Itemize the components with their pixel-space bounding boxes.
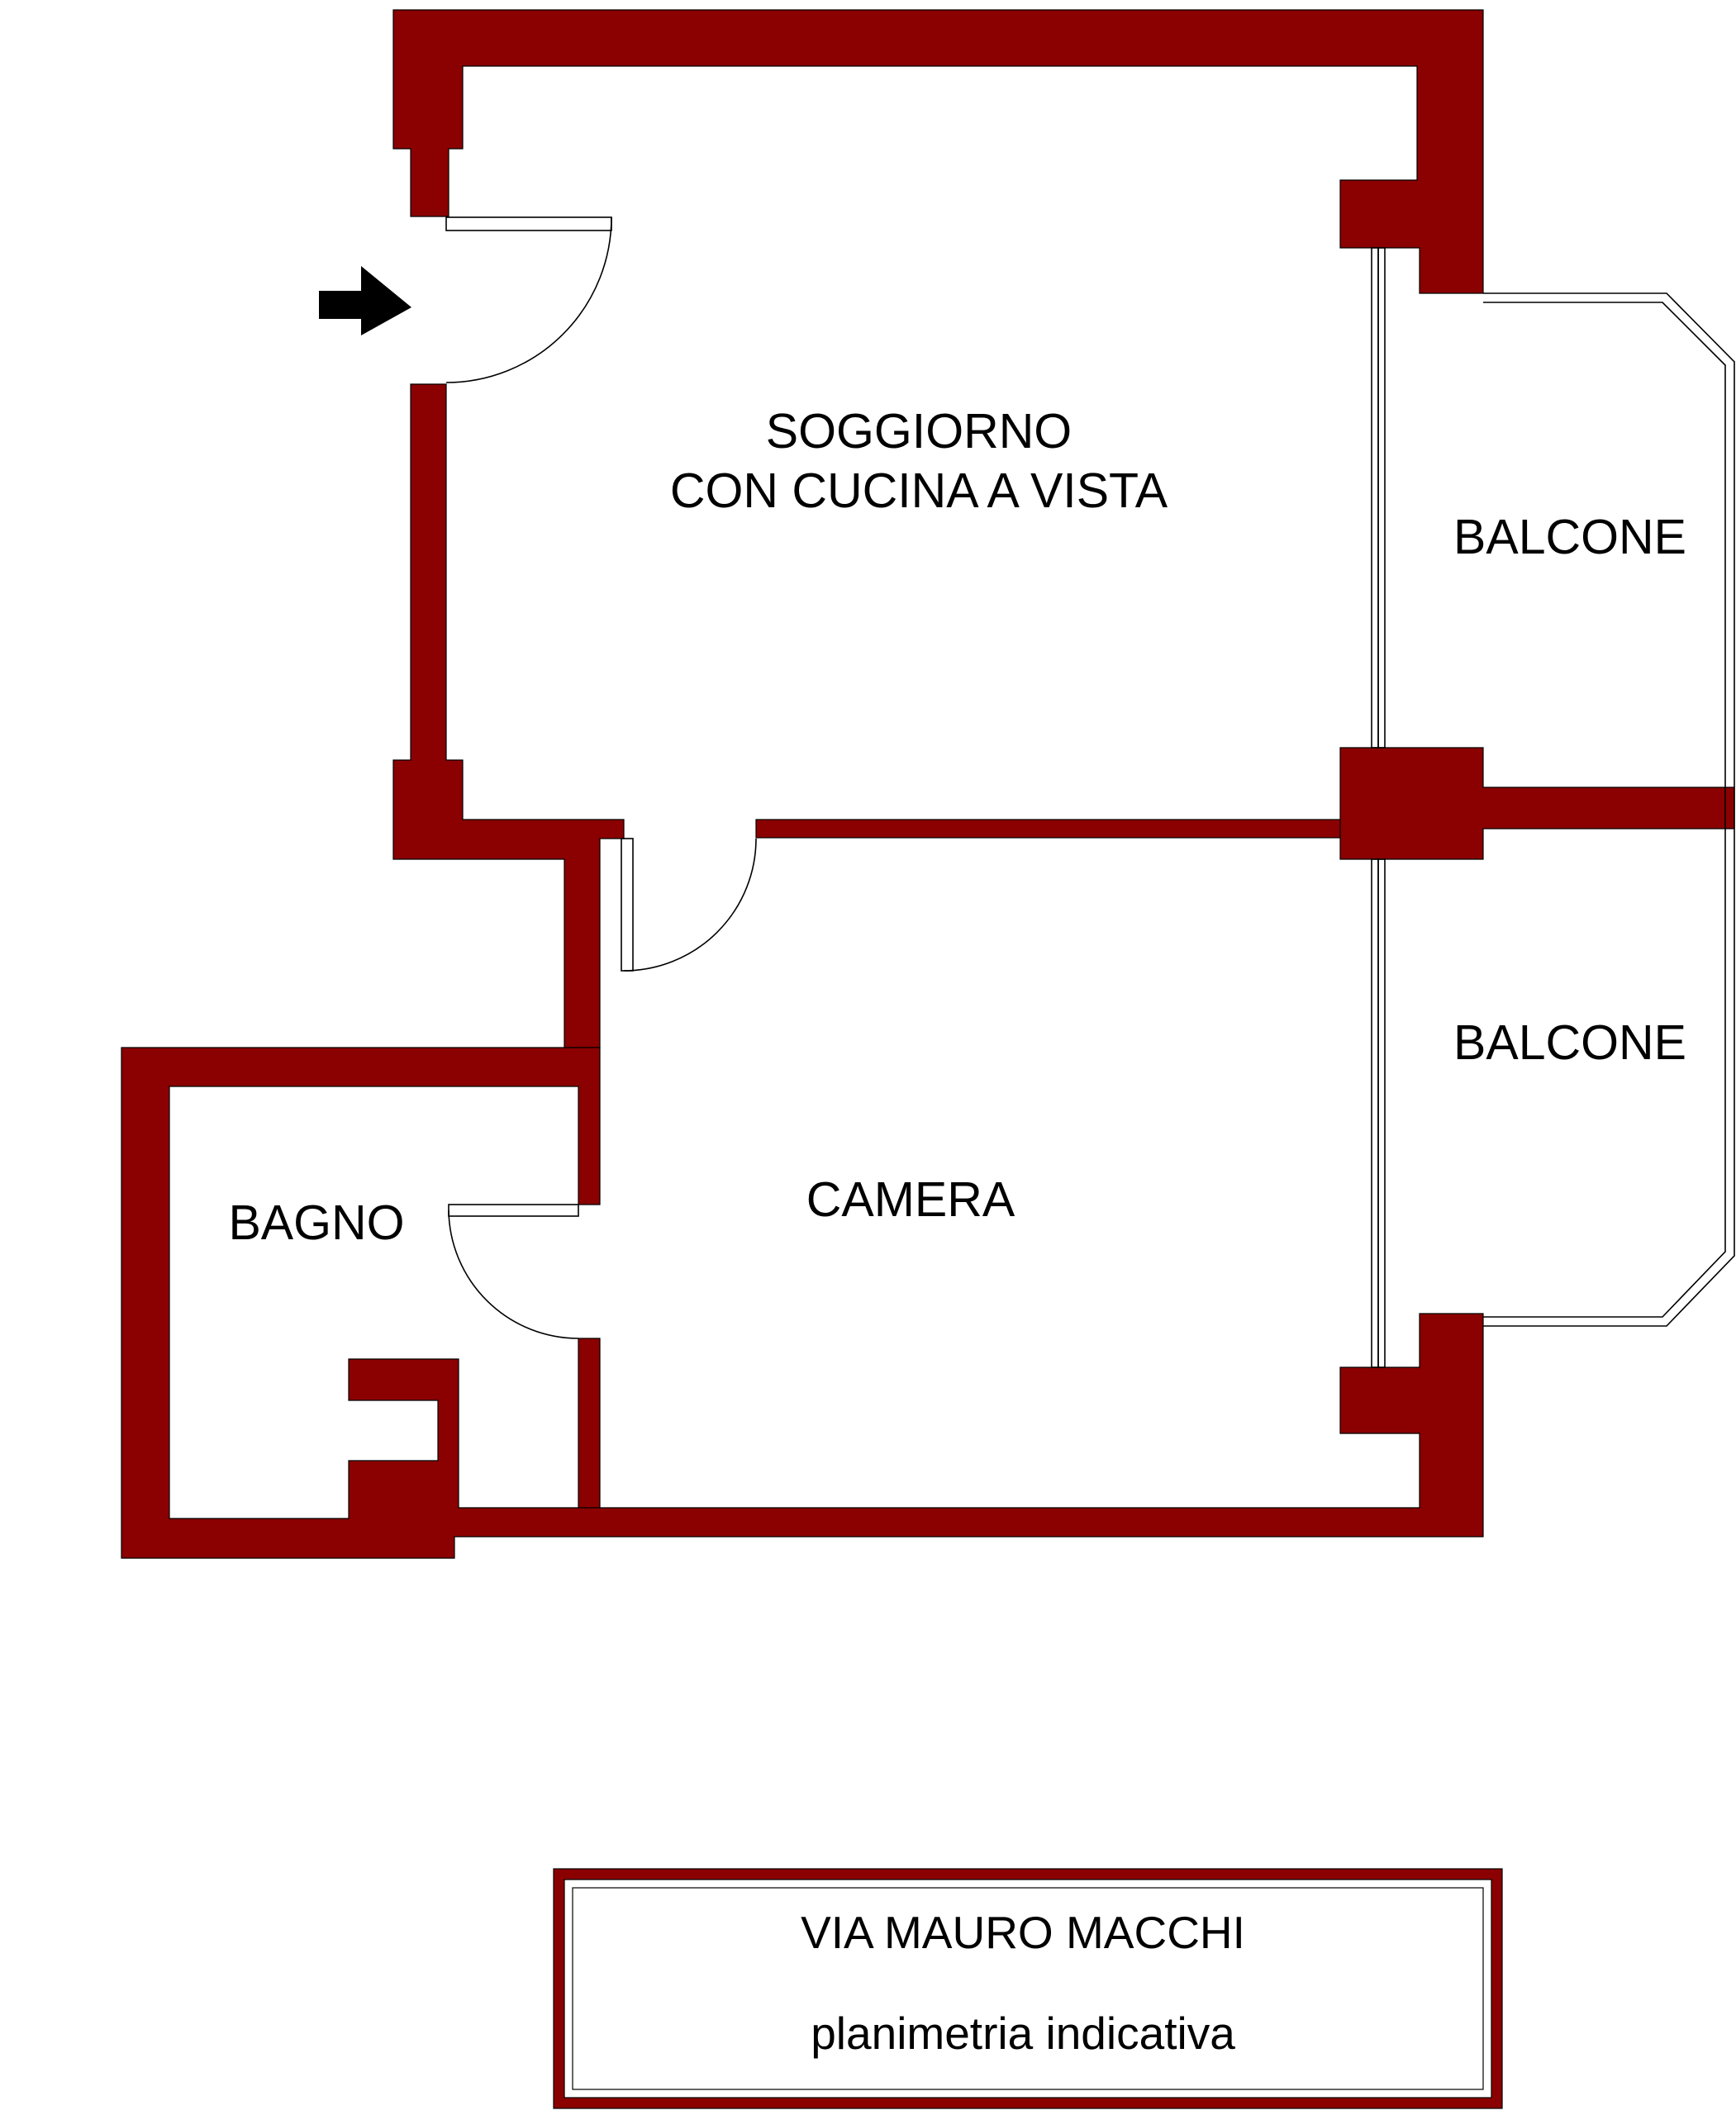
label-balcone-bottom: BALCONE — [1453, 1015, 1686, 1070]
walls — [121, 9, 1735, 1559]
cartouche-inner-line — [572, 1887, 1484, 2090]
wall-living-left — [392, 383, 625, 1048]
window-living — [1371, 247, 1379, 749]
door-bedroom-leaf — [621, 838, 634, 972]
balconies — [1483, 292, 1735, 1327]
cartouche: VIA MAURO MACCHI planimetria indicativa — [553, 1868, 1503, 2109]
door-bathroom-leaf — [448, 1204, 579, 1217]
pillar-balcony — [1339, 747, 1735, 860]
wall-top — [392, 9, 1484, 294]
door-bathroom-swing — [448, 1210, 579, 1339]
room-labels: SOGGIORNO CON CUCINA A VISTA BALCONE BAL… — [228, 404, 1686, 1250]
wall-bathroom — [121, 1047, 1484, 1559]
wall-partition-living-bedroom — [755, 819, 1341, 839]
window-bedroom-inner — [1377, 858, 1386, 1368]
cartouche-inner-white — [564, 1879, 1492, 2098]
cartouche-street: VIA MAURO MACCHI — [801, 1907, 1245, 1958]
windows — [1371, 247, 1386, 1368]
label-soggiorno-line2: CON CUCINA A VISTA — [670, 463, 1168, 518]
door-entrance-leaf — [445, 216, 612, 231]
entrance-arrow-icon — [319, 266, 411, 335]
window-bedroom — [1371, 858, 1379, 1368]
label-bagno: BAGNO — [228, 1195, 404, 1250]
cartouche-note: planimetria indicativa — [811, 2008, 1235, 2059]
doors — [445, 216, 757, 1339]
door-bedroom-swing — [623, 838, 757, 972]
balcony-outline-outer — [1483, 292, 1735, 1327]
door-entrance-swing — [445, 216, 612, 383]
label-soggiorno-line1: SOGGIORNO — [766, 404, 1072, 459]
label-balcone-top: BALCONE — [1453, 510, 1686, 564]
window-living-inner — [1377, 247, 1386, 749]
label-camera: CAMERA — [806, 1172, 1015, 1227]
balcony-outline-inner — [1483, 302, 1726, 1318]
